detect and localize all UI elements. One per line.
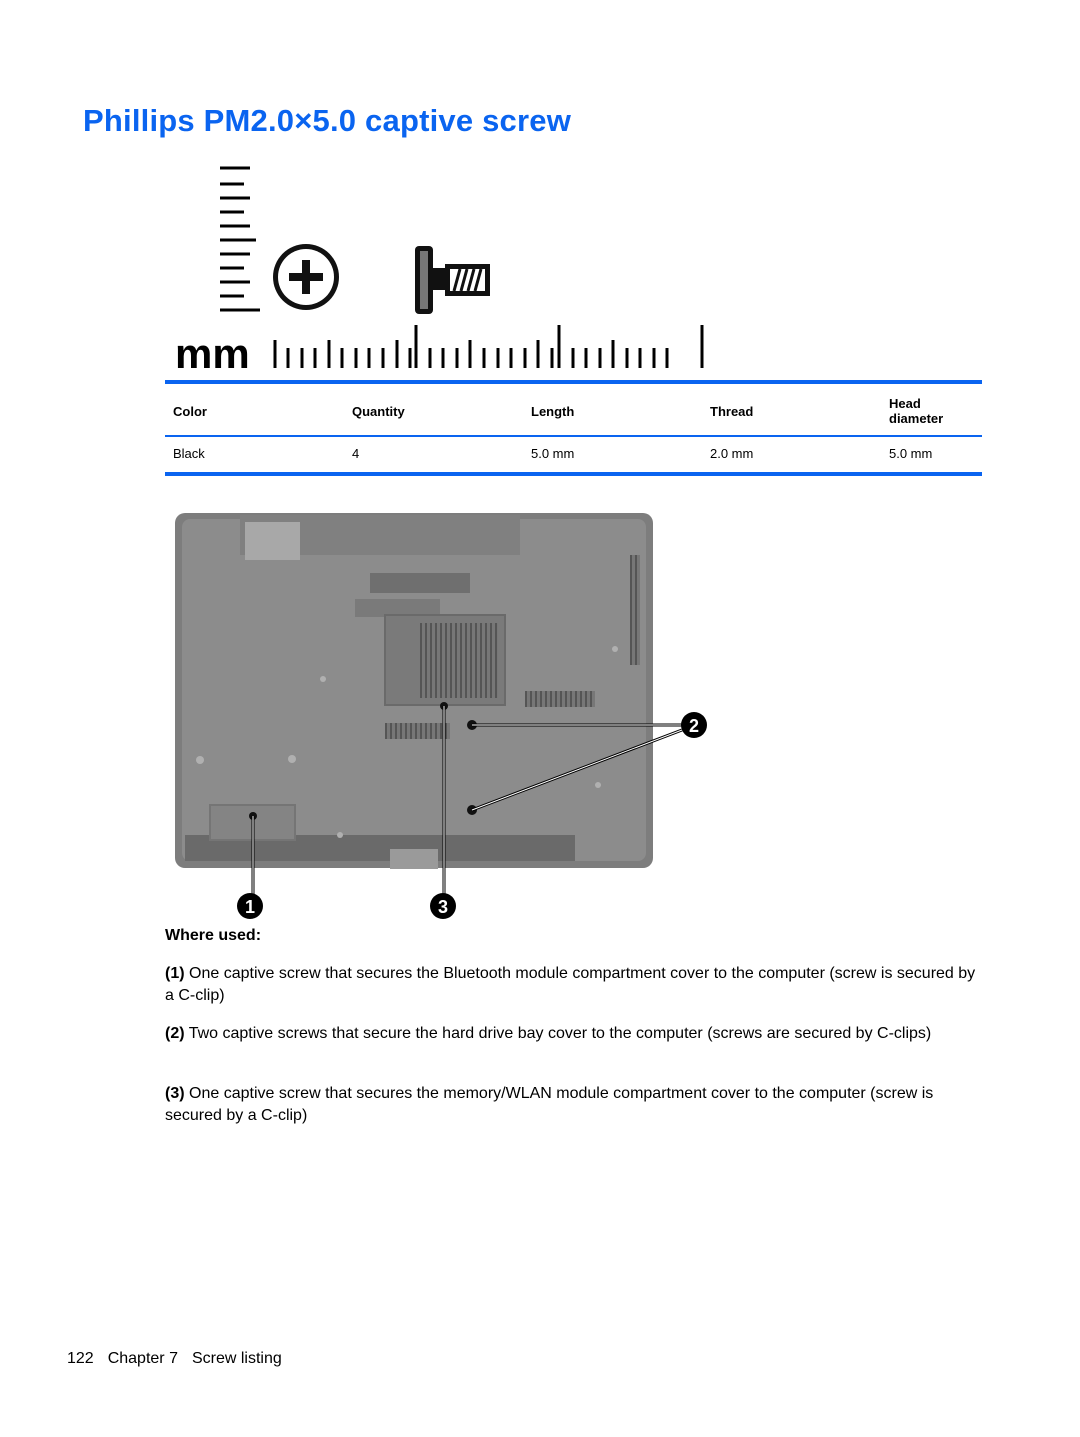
where-used-heading: Where used: bbox=[165, 927, 262, 944]
callout-2-label: 2 bbox=[689, 716, 699, 736]
cell-color: Black bbox=[165, 436, 344, 476]
cell-length: 5.0 mm bbox=[523, 436, 702, 476]
callout-2: 2 bbox=[681, 712, 707, 738]
callout-leaders-highlight bbox=[252, 706, 683, 897]
laptop-base bbox=[175, 513, 653, 869]
cell-quantity: 4 bbox=[344, 436, 523, 476]
callout-1: 1 bbox=[237, 893, 263, 919]
item-text: Two captive screws that secure the hard … bbox=[188, 1025, 932, 1042]
where-used-item-2: (2) Two captive screws that secure the h… bbox=[165, 1023, 985, 1045]
where-used-item-3: (3) One captive screw that secures the m… bbox=[165, 1083, 985, 1127]
item-number: (1) bbox=[165, 965, 185, 982]
column-header-length: Length bbox=[523, 380, 702, 437]
where-used-item-1: (1) One captive screw that secures the B… bbox=[165, 963, 985, 1007]
callout-3: 3 bbox=[430, 893, 456, 919]
screw-illustration: mm bbox=[175, 166, 704, 377]
column-header-head-diameter: Head diameter bbox=[881, 380, 982, 437]
unit-label: mm bbox=[175, 330, 250, 377]
callout-1-label: 1 bbox=[245, 897, 255, 917]
cell-head-diameter: 5.0 mm bbox=[881, 436, 982, 476]
column-header-quantity: Quantity bbox=[344, 380, 523, 437]
table-header-row: Color Quantity Length Thread Head diamet… bbox=[165, 380, 982, 437]
page-title: Phillips PM2.0×5.0 captive screw bbox=[83, 103, 572, 138]
table-row: Black 4 5.0 mm 2.0 mm 5.0 mm bbox=[165, 436, 982, 476]
chapter-label: Chapter 7 bbox=[107, 1350, 178, 1367]
page-footer: 122 Chapter 7 Screw listing bbox=[67, 1350, 296, 1368]
screw-spec-table: Color Quantity Length Thread Head diamet… bbox=[165, 380, 982, 476]
laptop-bottom-illustration: 1 2 3 bbox=[175, 513, 707, 919]
section-label: Screw listing bbox=[191, 1350, 282, 1367]
cell-thread: 2.0 mm bbox=[702, 436, 881, 476]
screw-side-view bbox=[415, 246, 490, 314]
item-text: One captive screw that secures the memor… bbox=[165, 1085, 934, 1124]
vertical-ruler bbox=[220, 166, 260, 312]
item-number: (3) bbox=[165, 1085, 185, 1102]
horizontal-ruler bbox=[273, 325, 704, 368]
column-header-color: Color bbox=[165, 380, 344, 437]
item-text: One captive screw that secures the Bluet… bbox=[165, 965, 976, 1004]
screw-head-top-view bbox=[273, 244, 339, 310]
column-header-thread: Thread bbox=[702, 380, 881, 437]
item-number: (2) bbox=[165, 1025, 185, 1042]
callout-3-label: 3 bbox=[438, 897, 448, 917]
page-number: 122 bbox=[67, 1350, 94, 1367]
